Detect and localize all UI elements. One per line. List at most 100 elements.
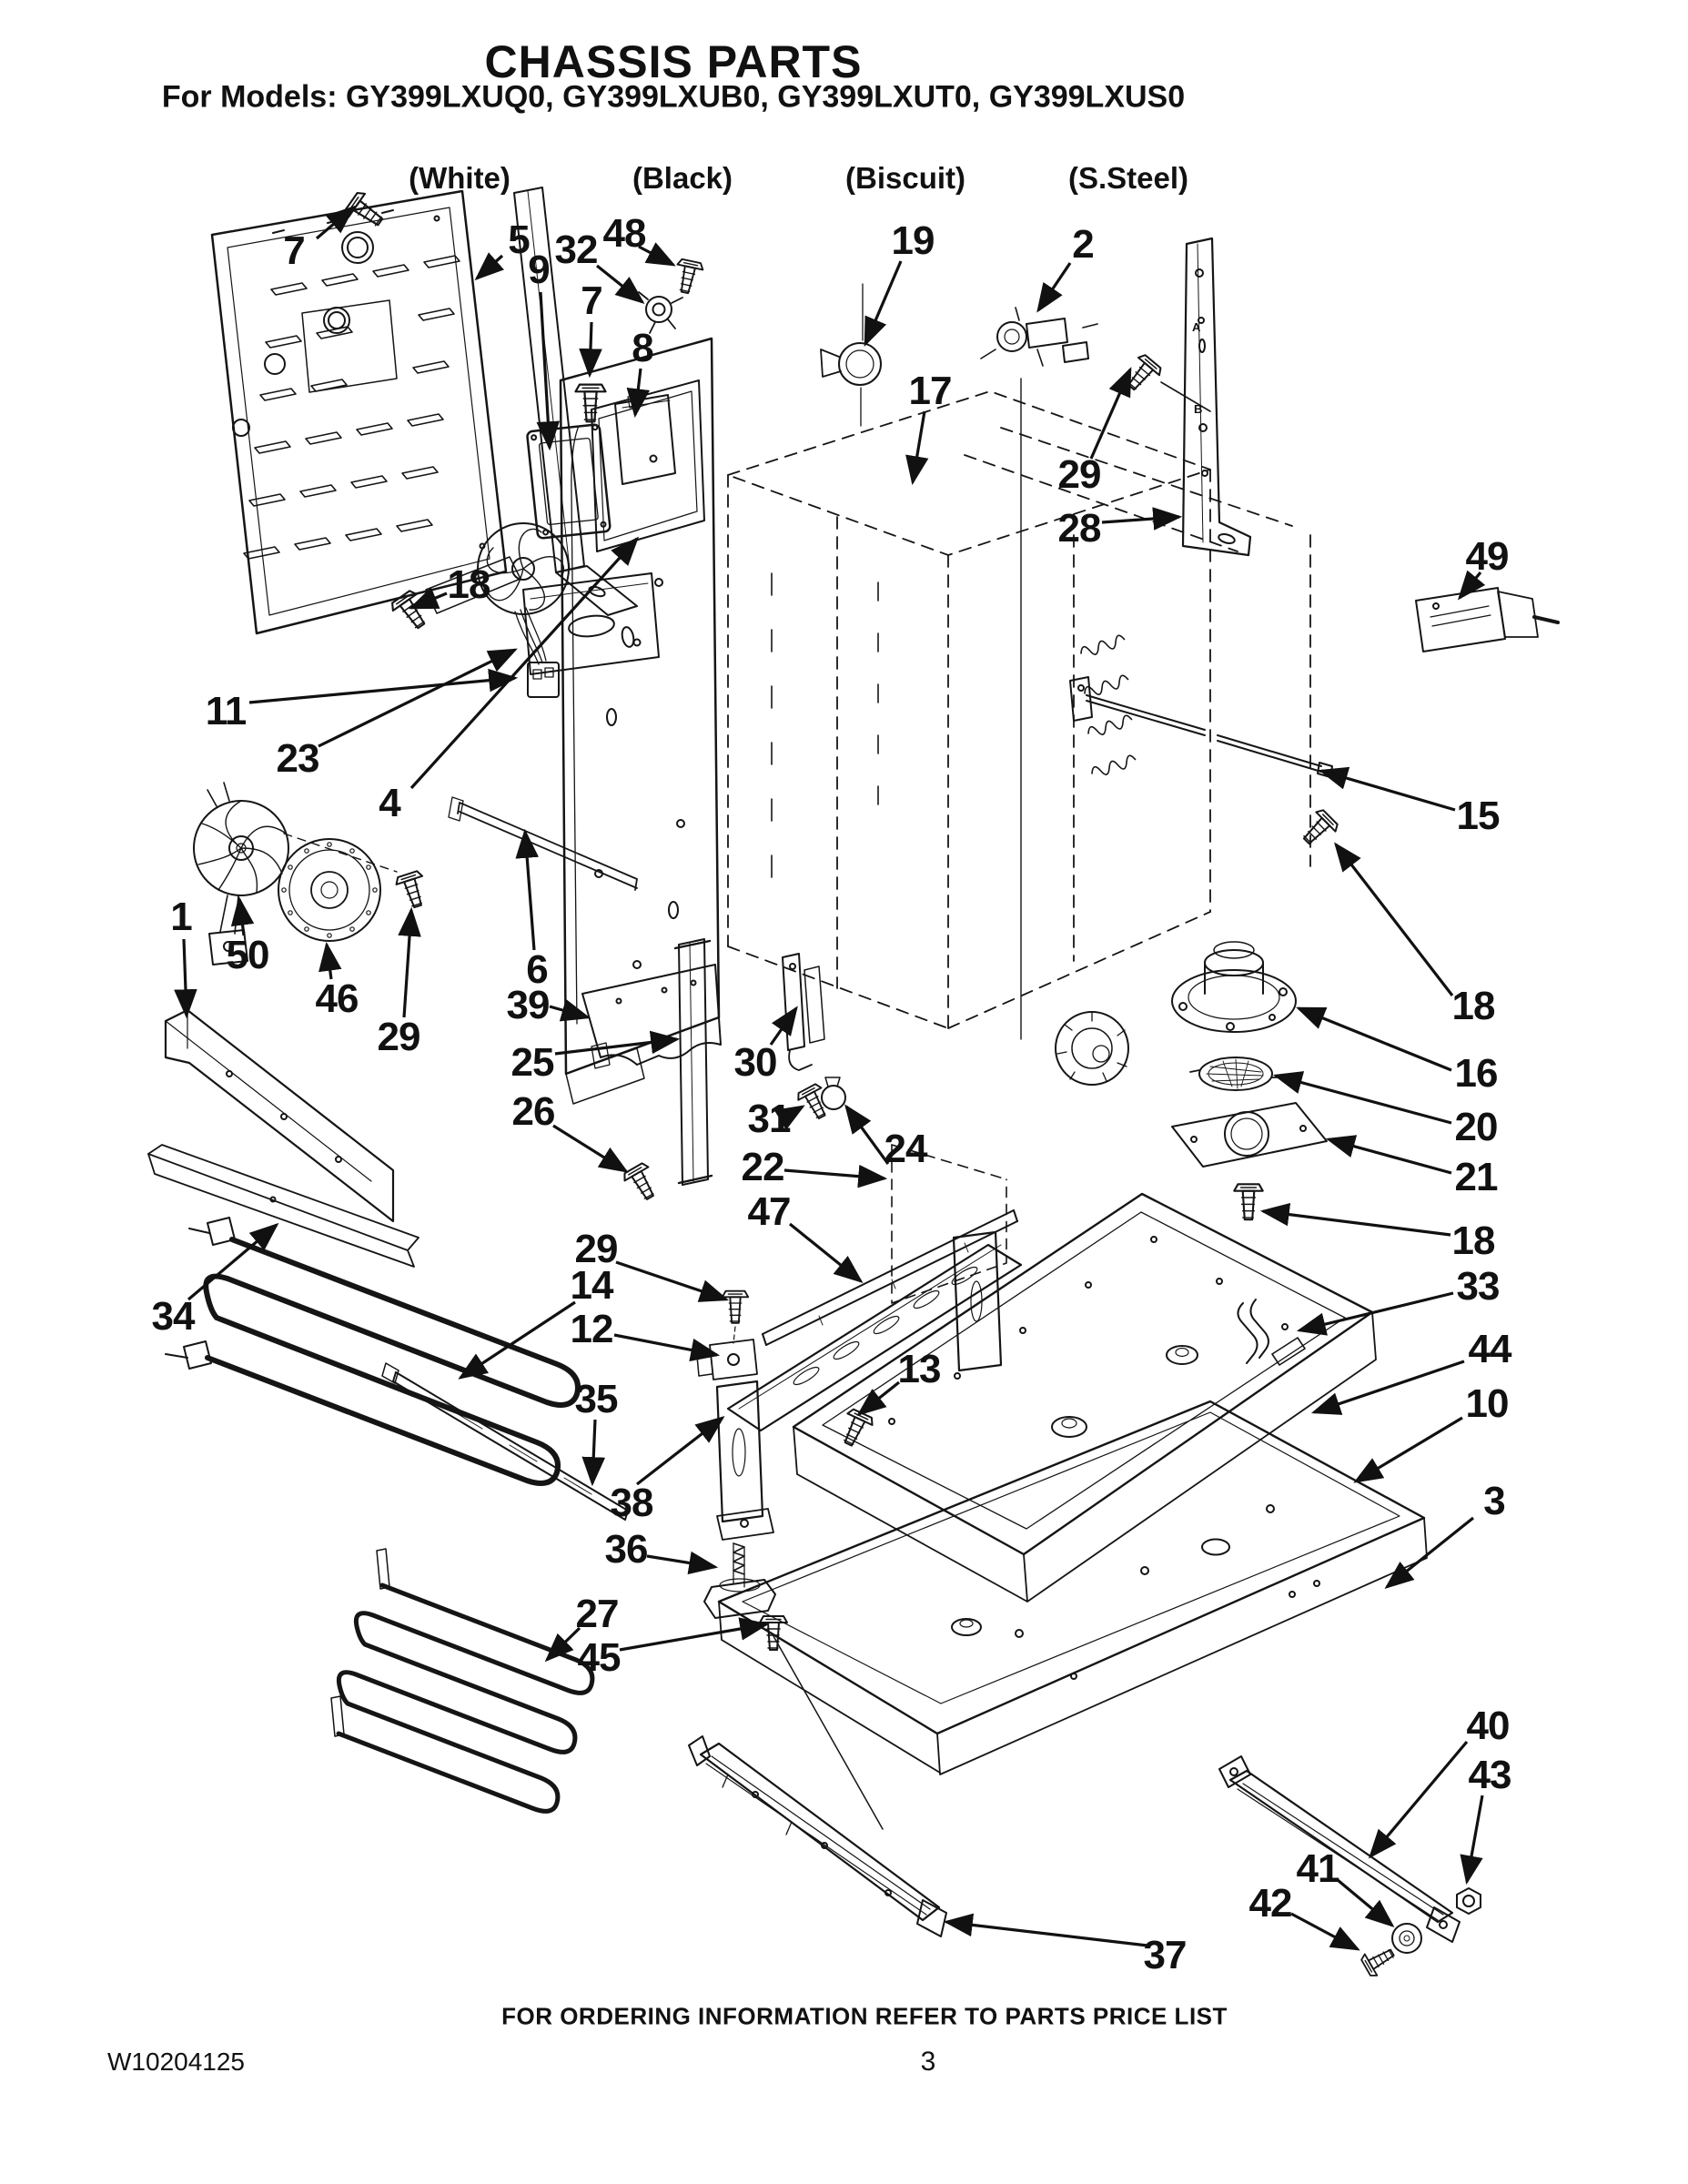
part-callout-45: 45 xyxy=(577,1635,622,1680)
part-callout-13: 13 xyxy=(897,1347,942,1391)
leader-arrow xyxy=(536,291,561,451)
leader-arrow xyxy=(1325,1135,1452,1175)
part-callout-49: 49 xyxy=(1465,534,1510,579)
leader-arrow xyxy=(1036,262,1072,313)
leader-arrow xyxy=(619,1617,770,1652)
part-callout-23: 23 xyxy=(276,736,320,781)
part-callout-7: 7 xyxy=(581,278,603,323)
leader-arrow xyxy=(1296,1291,1454,1336)
part-callout-46: 46 xyxy=(315,976,359,1021)
part-callout-39: 39 xyxy=(506,983,551,1027)
leader-arrow xyxy=(230,895,255,936)
leader-arrow xyxy=(769,1006,798,1046)
part-callout-16: 16 xyxy=(1454,1051,1499,1096)
leader-arrow xyxy=(636,1416,725,1486)
finish-label: (Black) xyxy=(632,161,733,195)
models-line: For Models: GY399LXUQ0, GY399LXUB0, GY39… xyxy=(161,79,1186,115)
part-callout-3: 3 xyxy=(1483,1479,1506,1523)
leader-arrow xyxy=(409,536,640,790)
leader-arrow xyxy=(398,906,421,1018)
part-callout-50: 50 xyxy=(226,933,270,977)
part-callout-25: 25 xyxy=(510,1040,555,1085)
part-callout-26: 26 xyxy=(511,1089,556,1134)
part-callout-14: 14 xyxy=(570,1263,614,1308)
part-callout-28: 28 xyxy=(1057,506,1102,551)
leader-arrow xyxy=(1310,1360,1465,1415)
part-callout-21: 21 xyxy=(1454,1155,1499,1199)
leader-arrow xyxy=(579,321,602,379)
leader-arrow xyxy=(315,205,356,240)
leader-arrow xyxy=(1368,1740,1469,1859)
leader-arrows xyxy=(174,205,1486,1951)
part-callout-17: 17 xyxy=(908,369,953,413)
part-callout-36: 36 xyxy=(604,1527,649,1572)
part-callout-47: 47 xyxy=(747,1189,792,1234)
leader-arrow xyxy=(1318,766,1456,812)
part-callout-29: 29 xyxy=(377,1015,421,1059)
part-callout-43: 43 xyxy=(1468,1753,1512,1797)
leader-arrow xyxy=(581,1419,606,1487)
part-callout-42: 42 xyxy=(1248,1881,1293,1926)
leader-arrow xyxy=(1296,1006,1452,1072)
leader-arrow xyxy=(646,1551,719,1575)
leader-arrow xyxy=(552,1124,629,1173)
ordering-note: FOR ORDERING INFORMATION REFER TO PARTS … xyxy=(501,2002,1228,2030)
leader-arrow xyxy=(844,1104,890,1165)
leader-arrow xyxy=(1101,507,1183,531)
leader-arrow xyxy=(626,368,651,419)
leader-arrow xyxy=(409,587,448,610)
bracket-marking: A xyxy=(1192,320,1201,334)
leader-arrow xyxy=(1259,1202,1451,1237)
part-callout-22: 22 xyxy=(741,1145,785,1189)
leader-arrow xyxy=(1089,367,1132,460)
part-callout-32: 32 xyxy=(554,228,599,272)
part-callout-41: 41 xyxy=(1296,1846,1340,1891)
part-callout-18: 18 xyxy=(1451,1218,1496,1263)
part-callout-12: 12 xyxy=(570,1307,614,1351)
part-callout-1: 1 xyxy=(170,895,193,939)
part-callout-20: 20 xyxy=(1454,1105,1499,1149)
leader-arrow xyxy=(615,1260,730,1302)
leader-arrow xyxy=(864,260,903,347)
leader-arrow xyxy=(1457,570,1486,601)
leader-arrow xyxy=(544,1626,581,1663)
leader-arrow xyxy=(1336,1878,1395,1928)
leader-arrow xyxy=(943,1913,1148,1947)
leader-arrow xyxy=(187,1222,279,1301)
leader-arrow xyxy=(1334,842,1454,996)
leader-arrow xyxy=(458,1300,576,1380)
part-callout-31: 31 xyxy=(747,1097,792,1141)
leader-arrow xyxy=(638,242,676,267)
leader-arrow xyxy=(248,668,519,704)
page-number: 3 xyxy=(920,2047,936,2077)
document-number: W10204125 xyxy=(107,2048,246,2076)
leader-arrow xyxy=(549,998,591,1022)
leader-arrow xyxy=(174,938,197,1019)
page-title: CHASSIS PARTS xyxy=(484,36,863,87)
part-callout-5: 5 xyxy=(508,217,531,262)
part-callout-11: 11 xyxy=(205,689,248,733)
leader-arrow xyxy=(1384,1516,1474,1589)
part-callout-4: 4 xyxy=(379,781,401,825)
leader-arrow xyxy=(613,1333,721,1362)
leader-arrow xyxy=(1460,1795,1484,1886)
part-callout-38: 38 xyxy=(610,1481,654,1525)
leader-arrow xyxy=(1272,1071,1452,1125)
leader-arrow xyxy=(1353,1416,1463,1483)
leader-arrow xyxy=(318,941,342,980)
leader-arrow xyxy=(773,1105,805,1130)
finish-label: (Biscuit) xyxy=(845,161,965,195)
part-callout-18: 18 xyxy=(1451,984,1496,1028)
part-callout-6: 6 xyxy=(526,947,549,992)
leader-arrow xyxy=(515,828,539,951)
leader-arrow xyxy=(554,1030,681,1056)
leader-arrow xyxy=(596,264,645,304)
part-callout-33: 33 xyxy=(1456,1264,1501,1309)
part-callout-18: 18 xyxy=(447,562,491,607)
leader-arrow xyxy=(783,1164,888,1188)
part-callout-48: 48 xyxy=(602,211,647,256)
part-callout-29: 29 xyxy=(574,1227,619,1271)
part-callout-8: 8 xyxy=(632,326,654,370)
